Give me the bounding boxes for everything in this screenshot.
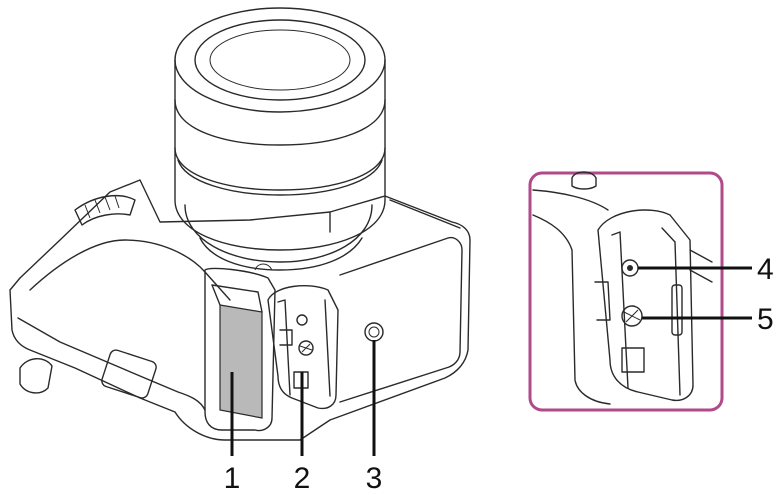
callout-label-5: 5 (757, 303, 774, 336)
strap-lug (19, 358, 53, 394)
callout-label-1: 1 (224, 462, 241, 495)
battery (219, 304, 263, 419)
lens-barrel (174, 59, 386, 251)
lens-mount (184, 204, 373, 263)
lens-front-ring (174, 7, 386, 113)
callout-label-4: 4 (757, 253, 774, 286)
camera-body (9, 179, 471, 441)
inset-battery-cover (597, 209, 694, 402)
bottom-plate (339, 236, 463, 403)
battery-cover (267, 285, 339, 410)
grip-front (17, 317, 206, 411)
inset-socket-5 (621, 305, 643, 327)
inset-detail (528, 171, 724, 412)
grip-contour (29, 239, 231, 301)
camera-illustration (9, 7, 471, 441)
inset-frame (528, 171, 724, 412)
tripod-socket (364, 322, 384, 342)
side-port (101, 349, 157, 399)
callout-label-3: 3 (366, 462, 383, 495)
front-dial (74, 195, 136, 226)
callout-label-2: 2 (294, 462, 311, 495)
battery-compartment (204, 267, 276, 432)
